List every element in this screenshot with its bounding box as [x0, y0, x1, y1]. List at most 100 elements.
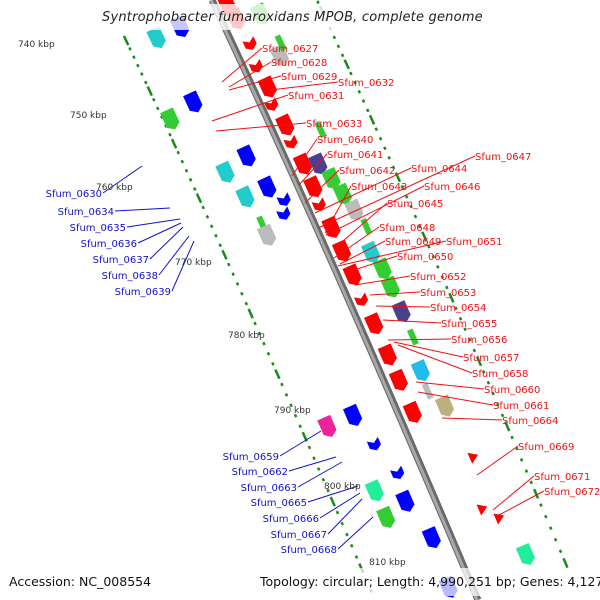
- scale-tick: [400, 185, 405, 189]
- scale-tick: [387, 155, 391, 160]
- gene-label-reverse: Sfum_0637: [93, 255, 149, 266]
- gene-arrow: [364, 312, 384, 335]
- scale-tick: [156, 106, 160, 111]
- gene-feature-35: [434, 394, 458, 417]
- gene-label-forward: Sfum_0646: [424, 182, 480, 193]
- scale-tick: [240, 291, 244, 296]
- gene-label-forward: Sfum_0644: [411, 164, 467, 175]
- gene-arrow: [256, 223, 277, 246]
- scale-label: 740 kbp: [18, 40, 55, 50]
- gene-arrow-highlight: [195, 90, 207, 106]
- scale-tick: [366, 108, 370, 113]
- gene-arrow: [402, 400, 422, 423]
- leader-line: [261, 81, 339, 92]
- gene-feature-54: [390, 465, 405, 479]
- gene-label-forward: Sfum_0671: [534, 472, 590, 483]
- gene-feature-10: [311, 197, 326, 211]
- leader-line: [314, 167, 412, 214]
- scale-tick: [205, 215, 210, 219]
- gene-feature-17: [388, 368, 412, 391]
- gene-chevron: [366, 436, 381, 451]
- gene-labels: Sfum_0627Sfum_0628Sfum_0629Sfum_0632Sfum…: [46, 44, 600, 556]
- scale-tick: [168, 132, 172, 137]
- scale-tick: [235, 282, 240, 286]
- gene-label-reverse: Sfum_0659: [223, 452, 279, 463]
- leader-line: [382, 319, 442, 324]
- scale-tick: [349, 71, 353, 76]
- gene-label-reverse: Sfum_0662: [232, 467, 288, 478]
- gene-arrow: [236, 144, 256, 167]
- gene-label-forward: Sfum_0664: [502, 416, 558, 427]
- gene-features: [146, 0, 539, 598]
- scale-tick: [343, 59, 350, 70]
- leader-line: [393, 341, 464, 358]
- leader-line: [337, 240, 447, 267]
- scale-tick: [496, 402, 500, 407]
- gene-arrow: [317, 414, 337, 437]
- gene-arrow-highlight: [423, 359, 434, 375]
- gene-label-forward: Sfum_0648: [379, 223, 435, 234]
- gene-label-forward: Sfum_0660: [484, 385, 540, 396]
- gene-feature-37: [476, 504, 488, 516]
- gene-label-forward: Sfum_0643: [351, 182, 407, 193]
- gene-arrow-highlight: [270, 75, 281, 91]
- gene-label-forward: Sfum_0652: [410, 272, 466, 283]
- gene-arrow: [380, 275, 400, 298]
- leader-line: [228, 75, 282, 91]
- leader-line: [333, 226, 380, 259]
- scale-tick: [274, 369, 281, 380]
- scale-tick: [262, 341, 266, 346]
- gene-feature-14: [353, 292, 369, 306]
- scale-tick: [548, 526, 553, 530]
- scale-tick: [353, 80, 357, 85]
- scale-tick: [321, 477, 326, 482]
- scale-tick: [553, 537, 558, 542]
- gene-label-forward: Sfum_0653: [420, 288, 476, 299]
- gene-feature-13: [342, 263, 366, 286]
- scale-tick: [316, 467, 321, 471]
- genome-backbone: [208, 0, 482, 600]
- scale-tick: [221, 249, 228, 260]
- leader-line: [324, 185, 352, 234]
- scale-tick: [132, 55, 136, 60]
- gene-arrow-highlight: [320, 152, 332, 168]
- scale-tick: [152, 97, 156, 102]
- gene-label-forward: Sfum_0631: [288, 91, 344, 102]
- leader-line: [288, 456, 337, 472]
- scale-tick: [383, 146, 387, 151]
- scale-tick: [475, 356, 483, 367]
- gene-feature-56: [395, 489, 419, 512]
- gene-chevron: [390, 465, 405, 479]
- gene-triangle: [476, 504, 488, 516]
- scale-tick: [326, 488, 330, 493]
- gene-arrow-highlight: [357, 198, 368, 214]
- scale-tick: [184, 168, 189, 173]
- gene-triangle: [467, 452, 479, 464]
- scale-tick: [164, 124, 168, 128]
- gene-arrow: [160, 107, 180, 130]
- gene-arrow: [434, 394, 455, 417]
- scale-tick: [539, 503, 543, 508]
- gene-label-reverse: Sfum_0636: [81, 239, 137, 250]
- leader-line: [304, 169, 340, 204]
- gene-arrow: [292, 152, 313, 175]
- gene-label-forward: Sfum_0647: [475, 152, 531, 163]
- leader-line: [307, 485, 359, 503]
- scale-tick: [562, 557, 569, 569]
- scale-tick: [271, 362, 275, 366]
- gene-feature-43: [236, 144, 260, 167]
- scale-tick: [209, 224, 214, 229]
- genome-stats-text: Topology: circular; Length: 4,990,251 bp…: [260, 574, 600, 589]
- gene-label-forward: Sfum_0629: [281, 72, 337, 83]
- scale-tick: [244, 301, 249, 306]
- scale-label: 780 kbp: [228, 331, 265, 341]
- scale-tick: [336, 44, 341, 49]
- gene-arrow-highlight: [269, 175, 281, 191]
- gene-arrow-highlight: [404, 300, 415, 316]
- scale-tick: [218, 243, 222, 248]
- gene-label-reverse: Sfum_0668: [281, 545, 337, 556]
- leader-line: [369, 291, 421, 296]
- gene-feature-26: [344, 198, 368, 221]
